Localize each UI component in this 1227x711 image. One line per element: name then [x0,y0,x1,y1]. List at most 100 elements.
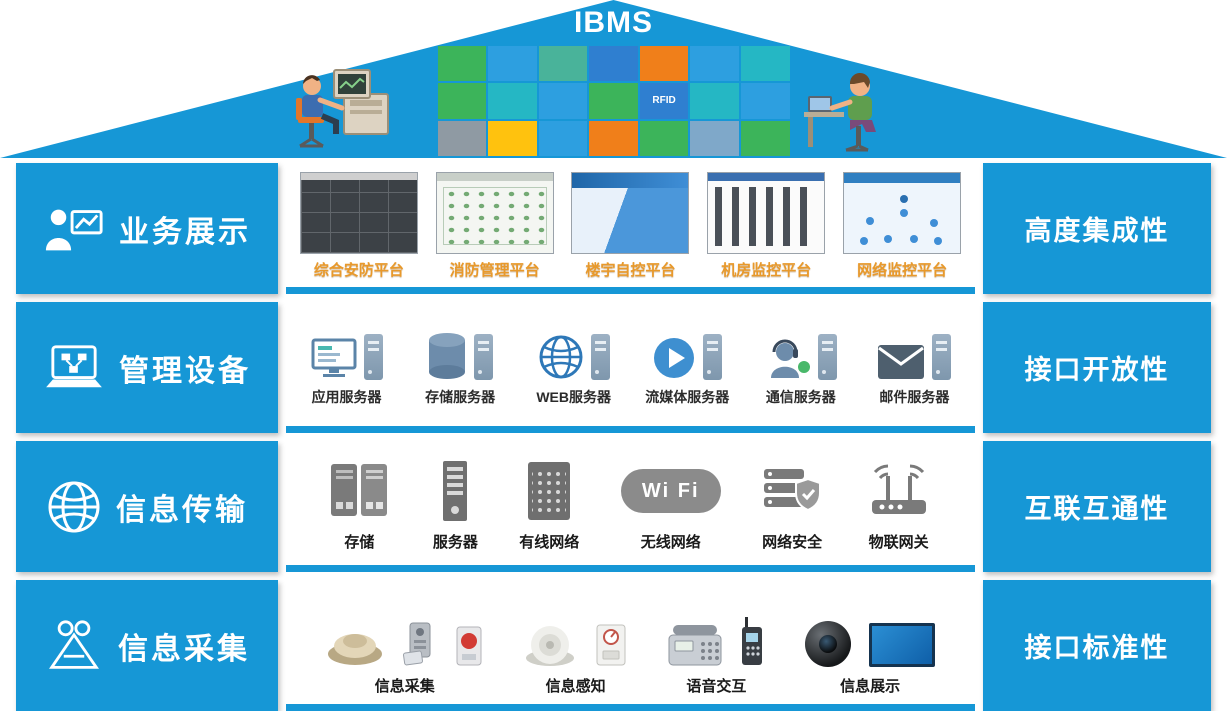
building-automation-screenshot [571,172,690,254]
server-item: 流媒体服务器 [634,322,740,407]
server-item: 通信服务器 [748,322,854,407]
layer-label-information-collection: 信息采集 [16,580,278,711]
app-tile [538,83,588,119]
layer-label-management-equipment: 管理设备 [16,302,278,433]
platform-label: 机房监控平台 [721,262,812,279]
server-item: 邮件服务器 [861,322,967,407]
server-tower [817,333,837,380]
app-tile [538,120,588,156]
server-item: WEB服务器 [521,322,627,407]
layer-rows: 业务展示 综合安防平台 消防管理平台 楼宇自控平台 机房监控平台 网络监控平台 [0,158,1227,711]
platform-label: 综合安防平台 [313,262,404,279]
app-tile [488,46,537,82]
display-screen-icon [869,623,936,667]
device-group-voice: 语音交互 [667,607,765,696]
row-information-transmission: 信息传输 存储 [16,441,1211,572]
network-item: 有线网络 [519,459,579,552]
row-management-equipment: 管理设备 应用服务器 [16,302,1211,433]
access-reader-icon [402,622,431,666]
layer-title: 业务展示 [119,215,251,249]
walkie-talkie-icon [742,617,763,665]
thermostat-icon [596,624,626,666]
app-tile [740,120,790,156]
network-monitor-screenshot [843,172,962,254]
server-label: 应用服务器 [311,388,382,405]
layer-title: 信息采集 [118,632,250,666]
feature-standard-interface: 接口标准性 [983,580,1211,711]
layer-title: 管理设备 [119,354,251,388]
wired-network-icon [528,462,571,520]
feature-label: 互联互通性 [1024,494,1170,524]
platform-label: 网络监控平台 [857,262,948,279]
storage-server-icon [429,332,466,379]
server-tower [703,333,723,380]
platform-item: 消防管理平台 [432,172,558,280]
fire-management-screenshot [435,172,554,254]
media-server-icon [654,337,695,378]
app-tile [690,120,739,156]
row-information-collection: 信息采集 [16,580,1211,711]
app-tile [437,83,487,119]
platform-label: 楼宇自控平台 [585,262,676,279]
server-label: WEB服务器 [536,388,612,405]
web-server-icon [539,335,583,378]
device-group-sensing: 信息感知 [524,607,628,696]
page-title: IBMS [574,6,653,39]
feature-label: 高度集成性 [1024,216,1170,246]
app-tile [437,46,487,82]
feature-label: 接口开放性 [1024,355,1170,385]
network-item: 物联网关 [864,459,934,552]
server-room-monitor-screenshot [707,172,826,254]
device-group-label: 语音交互 [686,678,747,695]
server-tower-icon [443,461,468,521]
network-item: 存储 [327,459,391,552]
platform-item: 网络监控平台 [839,172,965,280]
server-item: 应用服务器 [294,322,400,407]
presenter-chart-icon [45,209,103,250]
app-tile [639,120,689,156]
operator-right-illustration [804,72,876,152]
globe-icon [48,481,100,532]
device-groups: 信息采集 信息感知 [286,580,975,711]
telephone-icon [668,625,722,666]
device-group-label: 信息采集 [374,678,435,695]
server-tower [590,333,610,380]
network-label: 有线网络 [519,534,580,551]
server-label: 存储服务器 [425,388,496,405]
network-security-icon [764,469,822,512]
app-tile [740,46,790,82]
feature-open-interface: 接口开放性 [983,302,1211,433]
app-tile [589,83,638,119]
network-item: 服务器 [433,459,478,552]
app-tile [589,120,638,156]
app-tile-grid: RFID [437,46,790,156]
app-tile [488,120,537,156]
platform-item: 机房监控平台 [703,172,829,280]
dome-detector-icon [525,626,574,666]
app-server-icon [311,338,357,377]
server-label: 邮件服务器 [879,388,950,405]
platform-item: 楼宇自控平台 [567,172,693,280]
pyramid-scope-icon [49,619,99,669]
wifi-icon: Wi Fi [620,469,721,513]
platform-label: 消防管理平台 [449,262,540,279]
app-tile: RFID [639,83,689,119]
alarm-button-icon [456,626,482,666]
layer-label-business-display: 业务展示 [16,163,278,294]
comm-server-icon [770,339,810,378]
app-tile [589,46,638,82]
feature-label: 接口标准性 [1024,633,1170,663]
network-item: 网络安全 [762,459,822,552]
mail-server-icon [878,344,925,379]
network-label: 存储 [344,534,375,551]
device-group-collection: 信息采集 [326,607,484,696]
platform-item: 综合安防平台 [296,172,422,280]
feature-high-integration: 高度集成性 [983,163,1211,294]
network-label: 服务器 [432,534,478,551]
app-tile [690,83,739,119]
storage-cabinets-icon [331,464,388,516]
server-label: 流媒体服务器 [645,388,730,405]
server-tower [932,333,952,380]
app-tile [740,83,790,119]
network-label: 无线网络 [640,534,701,551]
